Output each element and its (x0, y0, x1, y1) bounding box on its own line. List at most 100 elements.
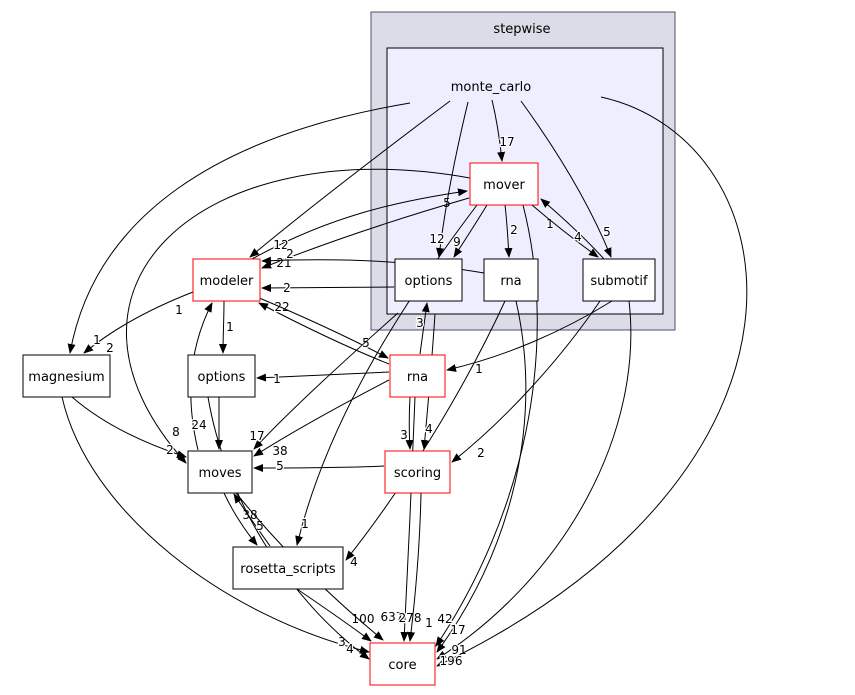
edge-monte_carlo-to-modeler (249, 100, 451, 258)
edge-count-label: 17 (499, 135, 514, 149)
edge-count-label: 2 (166, 443, 174, 457)
edge-count-label: 1 (226, 320, 234, 334)
edge-count-label: 12 (429, 232, 444, 246)
node-box-rosetta_scripts[interactable] (232, 546, 344, 590)
edge-count-label: 100 (352, 612, 375, 626)
edge-magnesium-to-core (61, 396, 370, 654)
cluster-label-monte_carlo: monte_carlo (451, 80, 532, 95)
edge-mover-to-options-mc (453, 204, 488, 258)
node-rna[interactable]: rna (389, 354, 446, 398)
node-modeler[interactable]: modeler (192, 258, 261, 302)
node-options-mc[interactable]: options (394, 258, 463, 302)
edge-modeler-to-rna (256, 296, 389, 359)
node-box-options[interactable] (187, 354, 256, 398)
edge-count-label: 196 (440, 654, 463, 668)
edge-count-label: 1 (93, 333, 101, 347)
edge-monte_carlo-to-magnesium (67, 102, 411, 354)
edge-rosetta_scripts-to-core (296, 588, 372, 642)
edge-monte_carlo-to-options-mc (436, 101, 469, 258)
edge-count-label: 5 (603, 225, 611, 239)
node-label-rosetta_scripts: rosetta_scripts (240, 562, 336, 577)
node-box-modeler[interactable] (192, 258, 261, 302)
edge-rna-to-core (400, 396, 416, 642)
edge-count-label: 3 (416, 316, 424, 330)
edge-count-label: 2 (106, 341, 114, 355)
node-box-options-mc[interactable] (394, 258, 463, 302)
edge-count-label: 278 (399, 611, 422, 625)
edge-mover-to-rna-mc (504, 204, 513, 258)
edge-count-label: 4 (425, 422, 433, 436)
node-rna-mc[interactable]: rna (483, 258, 539, 302)
edge-scoring-to-moves (252, 463, 385, 472)
edge-submotif-to-scoring (451, 300, 601, 463)
edge-count-label: 1 (546, 217, 554, 231)
edge-count-label: 3 (400, 428, 408, 442)
edge-rna-mc-to-core (436, 300, 527, 653)
edge-count-label: 3 (338, 635, 346, 649)
edge-count-label: 2 (283, 281, 291, 295)
edge-submotif-to-core (436, 300, 632, 660)
edge-mover-to-rosetta_scripts (295, 204, 478, 546)
edge-count-label: 4 (346, 642, 354, 656)
node-box-mover[interactable] (469, 162, 539, 206)
edge-count-label: 1 (475, 362, 483, 376)
edge-count-label: 2 (286, 247, 294, 261)
edge-count-label: 17 (450, 623, 465, 637)
node-box-rna[interactable] (389, 354, 446, 398)
node-box-scoring[interactable] (384, 450, 451, 494)
node-label-mover: mover (483, 178, 525, 193)
edge-monte_carlo-to-core (436, 96, 748, 667)
edge-count-label: 22 (274, 300, 289, 314)
node-rosetta_scripts[interactable]: rosetta_scripts (232, 546, 344, 590)
node-submotif[interactable]: submotif (582, 258, 656, 302)
edge-count-label: 4 (574, 230, 582, 244)
cluster-label-stepwise[interactable]: stepwise (493, 22, 550, 37)
node-box-rna-mc[interactable] (483, 258, 539, 302)
edge-monte_carlo-to-moves (253, 312, 399, 450)
node-label-modeler: modeler (200, 274, 254, 289)
edge-submotif-to-rna (446, 300, 613, 372)
edge-count-label: 8 (172, 425, 180, 439)
node-options[interactable]: options (187, 354, 256, 398)
edge-count-label: 24 (191, 418, 206, 432)
edge-options-to-core (207, 396, 370, 660)
node-label-submotif: submotif (590, 274, 648, 289)
edge-count-label: 1 (273, 372, 281, 386)
edge-count-label: 2 (510, 223, 518, 237)
node-box-core[interactable] (369, 642, 436, 686)
node-label-rna: rna (407, 370, 428, 385)
edge-mover-to-moves (126, 168, 471, 464)
edge-count-label: 12 (273, 238, 288, 252)
edge-count-label: 5 (362, 336, 370, 350)
node-label-magnesium: magnesium (28, 370, 104, 385)
node-label-moves: moves (198, 466, 241, 481)
edge-count-label: 1 (301, 517, 309, 531)
edge-rna-to-scoring (405, 396, 414, 450)
edge-count-label: 17 (249, 429, 264, 443)
node-magnesium[interactable]: magnesium (22, 354, 111, 398)
edge-count-label: 1 (175, 303, 183, 317)
edge-count-label: 5 (276, 459, 284, 473)
edge-moves-to-rosetta_scripts (223, 492, 258, 546)
node-box-submotif[interactable] (582, 258, 656, 302)
edge-monte_carlo-to-submotif (520, 100, 612, 258)
node-label-rna-mc: rna (500, 274, 521, 289)
node-box-magnesium[interactable] (22, 354, 111, 398)
node-box-moves[interactable] (187, 450, 253, 494)
node-scoring[interactable]: scoring (384, 450, 451, 494)
node-label-options-mc: options (405, 274, 453, 289)
node-mover[interactable]: mover (469, 162, 539, 206)
edge-count-label: 21 (276, 256, 291, 270)
node-label-scoring: scoring (394, 466, 441, 481)
edge-count-label: 637 (381, 610, 404, 624)
edge-rosetta_scripts-to-moves (233, 493, 271, 547)
edge-rna-to-options-mc (419, 302, 430, 355)
node-label-options: options (198, 370, 246, 385)
edge-modeler-to-mover (251, 188, 468, 260)
edge-rna-to-moves (253, 379, 390, 457)
node-moves[interactable]: moves (187, 450, 253, 494)
node-label-core: core (388, 658, 416, 673)
node-core[interactable]: core (369, 642, 436, 686)
